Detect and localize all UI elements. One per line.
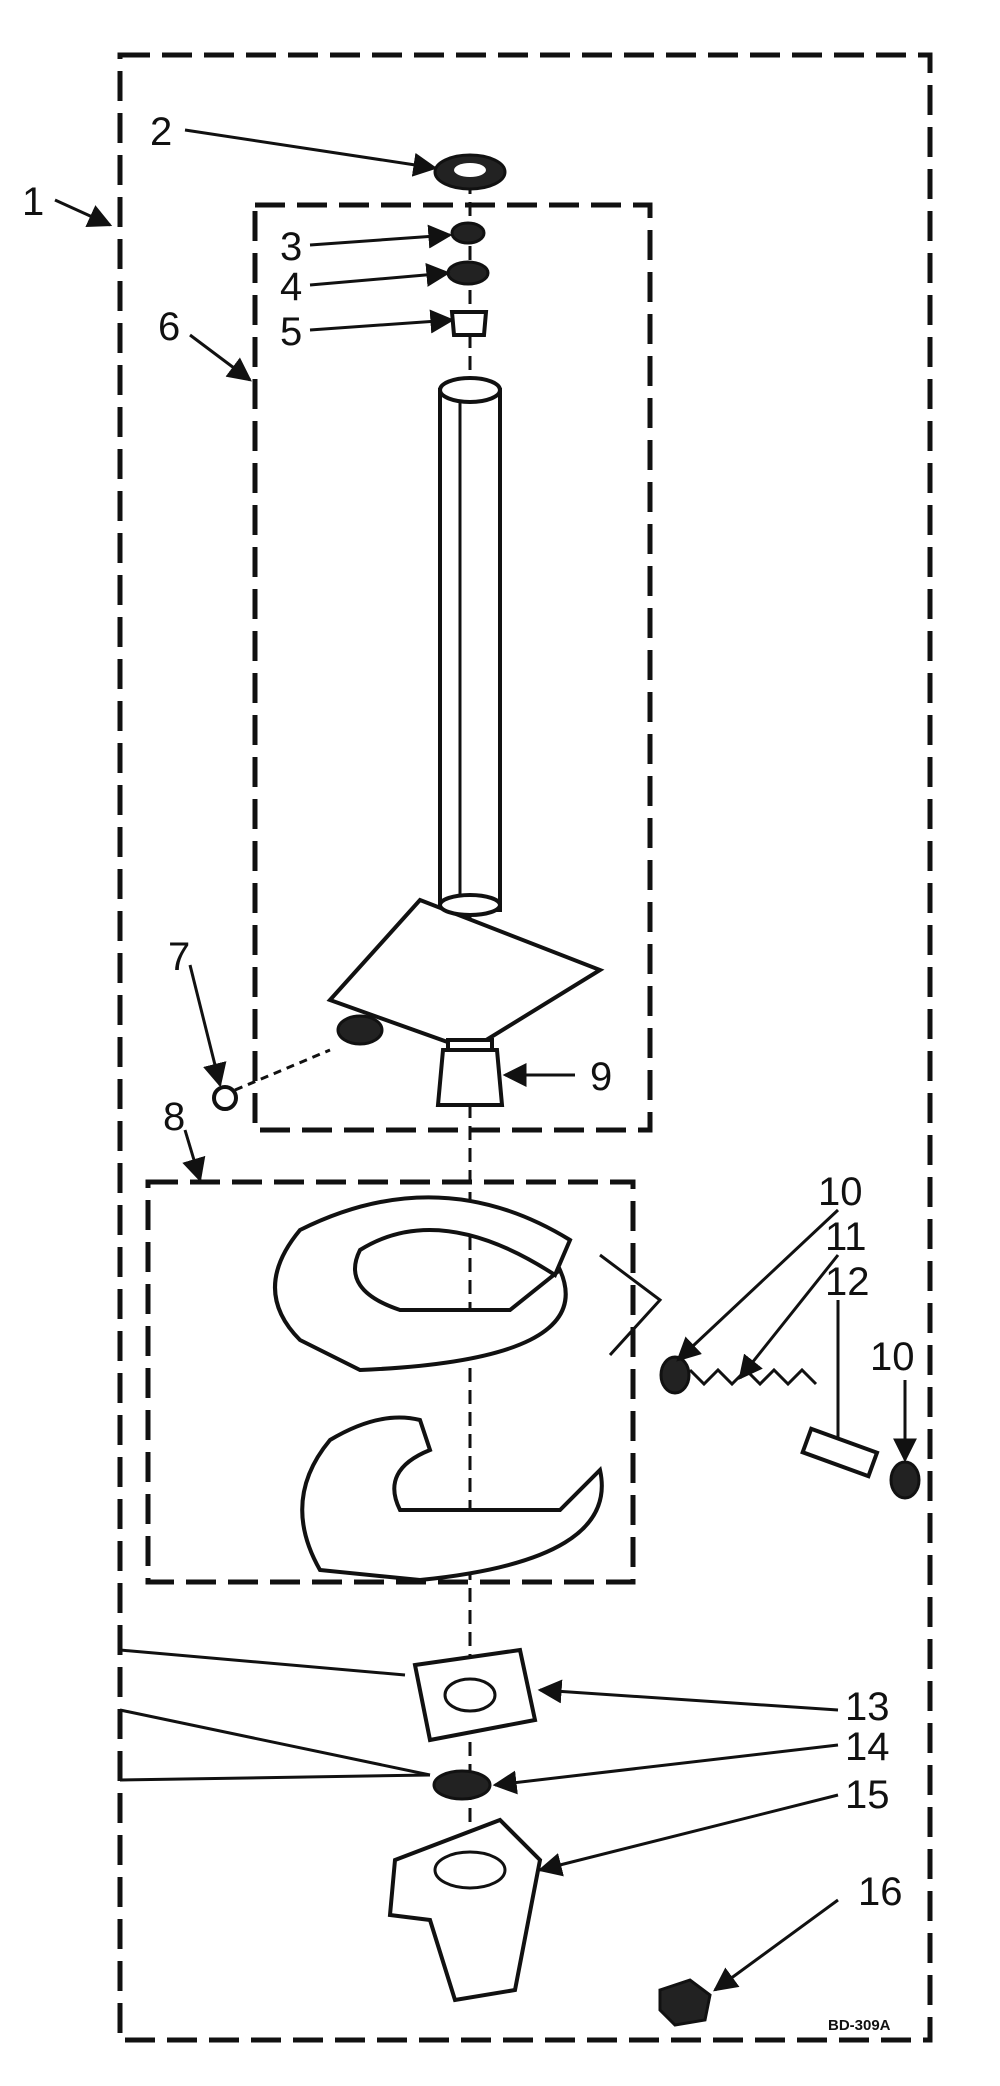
- part-coupling: [435, 1048, 505, 1107]
- callout-10-lower: 10: [870, 1335, 915, 1379]
- part-brake-shoes: [273, 1195, 663, 1583]
- part-seal: [433, 153, 507, 191]
- part-ring: [432, 1769, 492, 1801]
- callout-11: 11: [825, 1215, 867, 1259]
- part-washer-4: [446, 260, 490, 286]
- part-nut: [658, 1978, 712, 2027]
- brake-group-outline: [145, 1179, 636, 1585]
- callout-3: 3: [280, 225, 302, 269]
- part-washer-3: [450, 221, 486, 245]
- callout-6: 6: [158, 305, 180, 349]
- drawing-code: BD-309A: [828, 2017, 891, 2034]
- drive-shaft-group-outline: [252, 202, 653, 1133]
- callout-1: 1: [22, 180, 44, 224]
- part-housing: [387, 1817, 543, 2003]
- callout-9: 9: [590, 1055, 612, 1099]
- callout-13: 13: [845, 1685, 890, 1729]
- callout-10-upper: 10: [818, 1170, 863, 1214]
- part-shaft-assembly: [326, 376, 605, 1087]
- callout-12: 12: [825, 1260, 870, 1304]
- part-spring-pin: [659, 1355, 921, 1500]
- assembly-outline: [117, 52, 933, 2043]
- callout-7: 7: [168, 935, 190, 979]
- callout-5: 5: [280, 310, 302, 354]
- callout-14: 14: [845, 1725, 890, 1769]
- callout-16: 16: [858, 1870, 903, 1914]
- part-bushing: [449, 310, 489, 337]
- callout-15: 15: [845, 1773, 890, 1817]
- callout-4: 4: [280, 265, 302, 309]
- callout-8: 8: [163, 1095, 185, 1139]
- part-clip: [212, 1085, 238, 1111]
- callout-2: 2: [150, 110, 172, 154]
